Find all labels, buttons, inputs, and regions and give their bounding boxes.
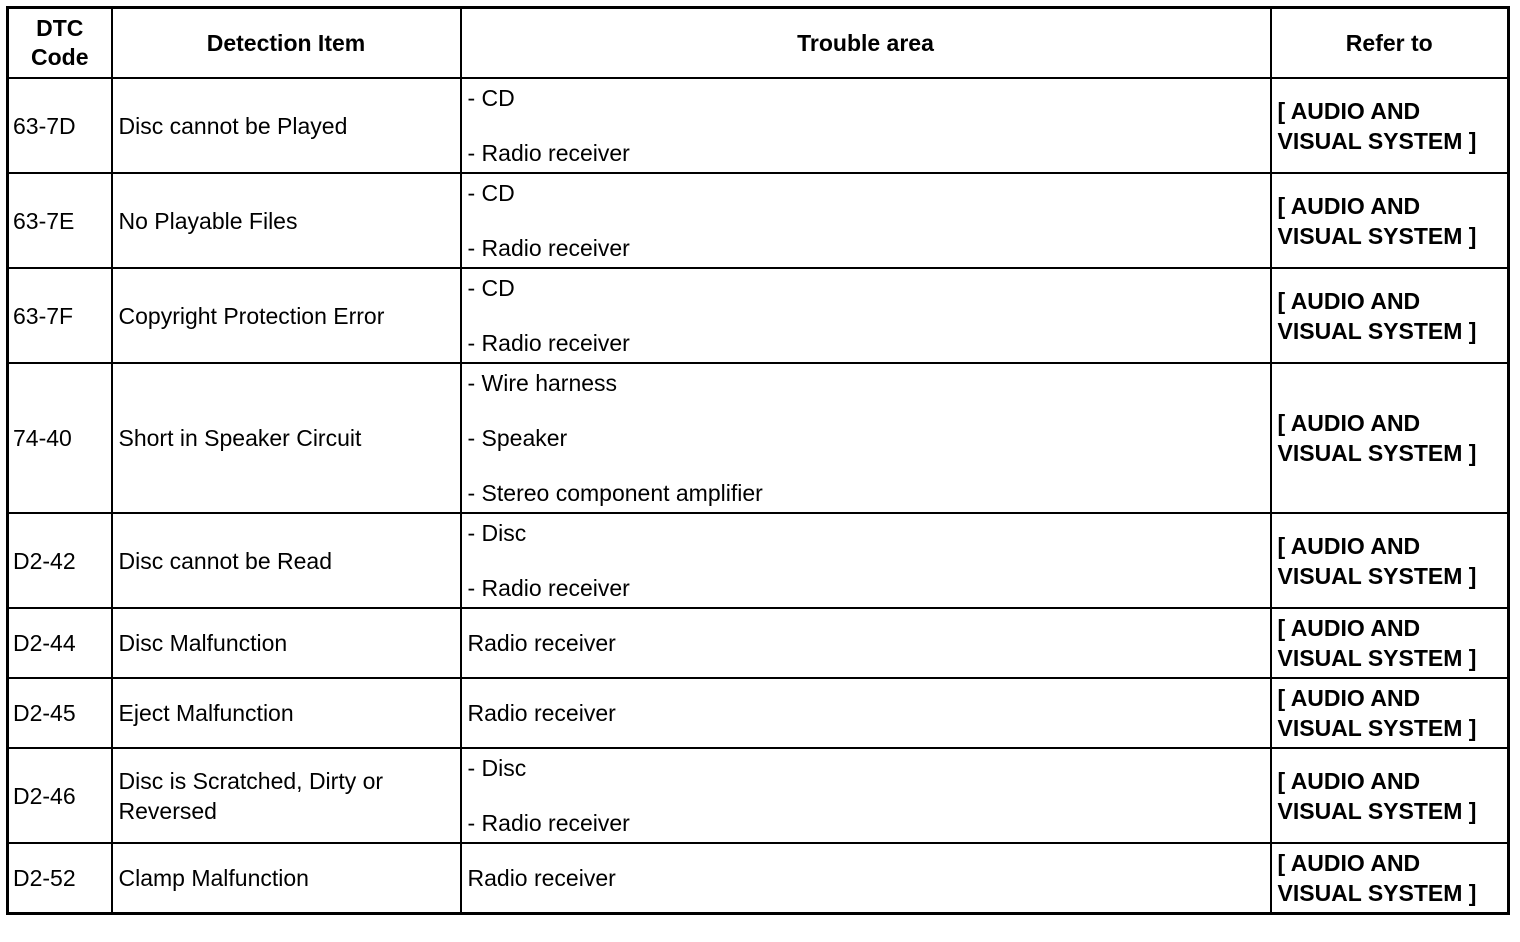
header-dtc-line1: DTC bbox=[36, 15, 84, 41]
trouble-area-cell: Radio receiver bbox=[459, 842, 1272, 914]
trouble-area-list: Radio receiver bbox=[468, 863, 1270, 893]
detection-item-cell: Disc cannot be Read bbox=[110, 512, 462, 609]
trouble-area-cell: Radio receiver bbox=[459, 607, 1272, 679]
refer-to-cell: [ AUDIO AND VISUAL SYSTEM ] bbox=[1269, 77, 1510, 174]
refer-to-line1: [ AUDIO AND bbox=[1277, 767, 1421, 794]
header-dtc-line2: Code bbox=[31, 44, 89, 70]
trouble-area-item: - Disc bbox=[467, 755, 527, 781]
dtc-code-cell: D2-42 bbox=[6, 512, 113, 609]
trouble-area-item: - Wire harness bbox=[467, 370, 618, 396]
refer-to-line2: VISUAL SYSTEM ] bbox=[1277, 562, 1477, 589]
refer-to-line2: VISUAL SYSTEM ] bbox=[1277, 879, 1477, 906]
detection-item-cell: Copyright Protection Error bbox=[110, 267, 462, 364]
refer-to-cell: [ AUDIO AND VISUAL SYSTEM ] bbox=[1269, 747, 1510, 844]
trouble-area-list: - Disc - Radio receiver bbox=[468, 518, 1270, 603]
trouble-area-item: - Radio receiver bbox=[467, 810, 630, 836]
refer-to-line2: VISUAL SYSTEM ] bbox=[1277, 222, 1477, 249]
header-dtc-code: DTC Code bbox=[6, 6, 113, 79]
refer-to-cell: [ AUDIO AND VISUAL SYSTEM ] bbox=[1269, 842, 1510, 914]
trouble-area-cell: - Disc - Radio receiver bbox=[459, 512, 1272, 609]
trouble-area-list: Radio receiver bbox=[468, 698, 1270, 728]
dtc-code-cell: D2-46 bbox=[6, 747, 113, 844]
table-header-row: DTC Code Detection Item Trouble area Ref… bbox=[6, 6, 1510, 79]
detection-item-cell: Eject Malfunction bbox=[110, 677, 462, 749]
refer-to-line2: VISUAL SYSTEM ] bbox=[1277, 317, 1477, 344]
trouble-area-item: Radio receiver bbox=[467, 864, 616, 891]
header-detection-item: Detection Item bbox=[110, 6, 462, 79]
trouble-area-item: - Radio receiver bbox=[467, 330, 630, 356]
refer-to-cell: [ AUDIO AND VISUAL SYSTEM ] bbox=[1269, 607, 1510, 679]
refer-to-cell: [ AUDIO AND VISUAL SYSTEM ] bbox=[1269, 267, 1510, 364]
refer-to-line1: [ AUDIO AND bbox=[1277, 192, 1421, 219]
detection-item-cell: Short in Speaker Circuit bbox=[110, 362, 462, 514]
trouble-area-list: - Disc - Radio receiver bbox=[468, 753, 1270, 838]
trouble-area-item: - CD bbox=[467, 275, 515, 301]
trouble-area-item: - CD bbox=[467, 180, 515, 206]
trouble-area-item: - CD bbox=[467, 85, 515, 111]
detection-item-cell: Disc Malfunction bbox=[110, 607, 462, 679]
trouble-area-list: - Wire harness - Speaker - Stereo componen… bbox=[468, 368, 1270, 508]
refer-to-line1: [ AUDIO AND bbox=[1277, 849, 1421, 876]
dtc-table: DTC Code Detection Item Trouble area Ref… bbox=[6, 6, 1510, 915]
refer-to-line1: [ AUDIO AND bbox=[1277, 97, 1421, 124]
trouble-area-cell: - CD - Radio receiver bbox=[459, 172, 1272, 269]
header-trouble-area: Trouble area bbox=[459, 6, 1272, 79]
dtc-code-cell: D2-45 bbox=[6, 677, 113, 749]
trouble-area-list: - CD - Radio receiver bbox=[468, 178, 1270, 263]
detection-item-cell: Disc is Scratched, Dirty or Reversed bbox=[110, 747, 462, 844]
trouble-area-item: Radio receiver bbox=[467, 700, 616, 726]
trouble-area-list: - CD - Radio receiver bbox=[468, 83, 1270, 168]
trouble-area-cell: - CD - Radio receiver bbox=[459, 267, 1272, 364]
dtc-code-cell: 74-40 bbox=[6, 362, 113, 514]
refer-to-line1: [ AUDIO AND bbox=[1277, 410, 1421, 436]
dtc-code-cell: 63-7E bbox=[6, 172, 113, 269]
detection-item-cell: Clamp Malfunction bbox=[110, 842, 462, 914]
refer-to-cell: [ AUDIO AND VISUAL SYSTEM ] bbox=[1269, 172, 1510, 269]
trouble-area-item: - Radio receiver bbox=[467, 140, 630, 166]
dtc-code-cell: 63-7F bbox=[6, 267, 113, 364]
header-refer-to: Refer to bbox=[1269, 6, 1510, 79]
trouble-area-item: Radio receiver bbox=[467, 630, 616, 656]
trouble-area-item: - Disc bbox=[467, 520, 527, 546]
refer-to-line1: [ AUDIO AND bbox=[1277, 685, 1421, 711]
refer-to-line2: VISUAL SYSTEM ] bbox=[1277, 440, 1477, 466]
refer-to-line1: [ AUDIO AND bbox=[1277, 615, 1421, 641]
refer-to-line2: VISUAL SYSTEM ] bbox=[1277, 797, 1477, 824]
trouble-area-list: Radio receiver bbox=[468, 628, 1270, 658]
detection-item-cell: Disc cannot be Played bbox=[110, 77, 462, 174]
refer-to-line1: [ AUDIO AND bbox=[1277, 532, 1421, 559]
refer-to-cell: [ AUDIO AND VISUAL SYSTEM ] bbox=[1269, 512, 1510, 609]
refer-to-line2: VISUAL SYSTEM ] bbox=[1277, 645, 1477, 671]
refer-to-line1: [ AUDIO AND bbox=[1277, 287, 1421, 314]
trouble-area-item: - Radio receiver bbox=[467, 575, 630, 601]
trouble-area-cell: Radio receiver bbox=[459, 677, 1272, 749]
trouble-area-list: - CD - Radio receiver bbox=[468, 273, 1270, 358]
trouble-area-item: - Speaker bbox=[467, 425, 568, 451]
dtc-code-cell: 63-7D bbox=[6, 77, 113, 174]
trouble-area-cell: - Wire harness - Speaker - Stereo componen… bbox=[459, 362, 1272, 514]
refer-to-line2: VISUAL SYSTEM ] bbox=[1277, 127, 1477, 154]
dtc-code-cell: D2-52 bbox=[6, 842, 113, 914]
refer-to-cell: [ AUDIO AND VISUAL SYSTEM ] bbox=[1269, 362, 1510, 514]
detection-item-cell: No Playable Files bbox=[110, 172, 462, 269]
refer-to-line2: VISUAL SYSTEM ] bbox=[1277, 715, 1477, 741]
trouble-area-cell: - CD - Radio receiver bbox=[459, 77, 1272, 174]
trouble-area-item: - Radio receiver bbox=[467, 235, 630, 261]
trouble-area-cell: - Disc - Radio receiver bbox=[459, 747, 1272, 844]
dtc-code-cell: D2-44 bbox=[6, 607, 113, 679]
refer-to-cell: [ AUDIO AND VISUAL SYSTEM ] bbox=[1269, 677, 1510, 749]
trouble-area-item: - Stereo component amplifier bbox=[467, 480, 763, 506]
